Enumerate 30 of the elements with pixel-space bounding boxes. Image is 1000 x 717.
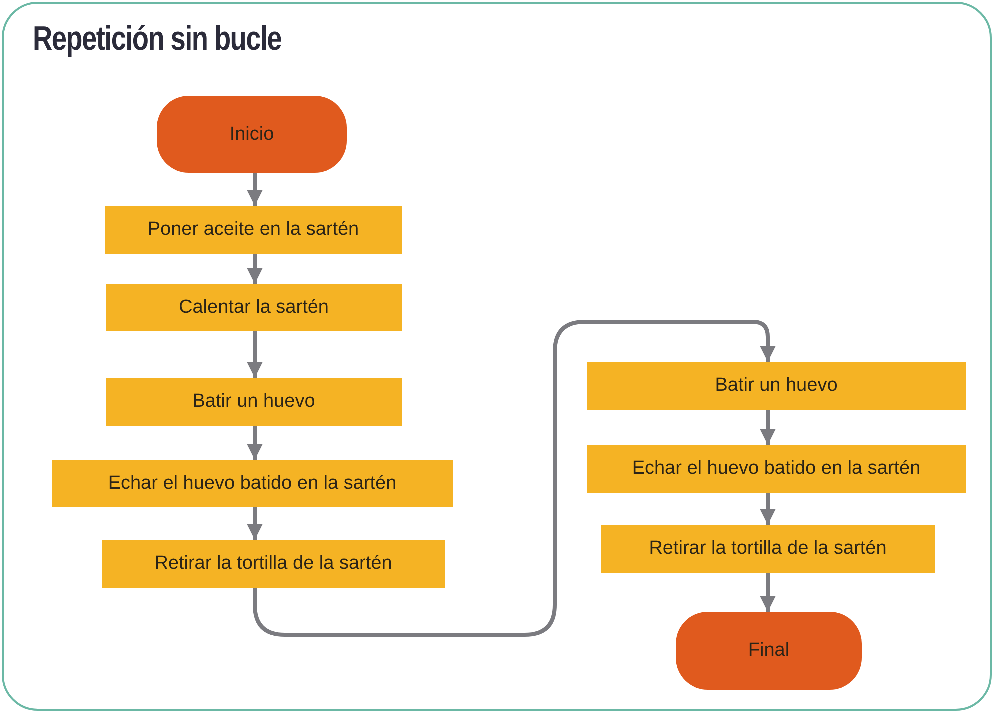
step-label: Echar el huevo batido en la sartén <box>108 472 397 494</box>
step-label: Final <box>748 640 790 662</box>
terminal-pill <box>157 96 347 173</box>
arrow <box>760 573 776 612</box>
step-label: Echar el huevo batido en la sartén <box>632 458 921 480</box>
arrow <box>247 254 263 284</box>
process-box <box>587 445 966 493</box>
process-box <box>102 540 445 588</box>
process-box <box>587 362 966 410</box>
process-box <box>601 525 935 573</box>
process-box <box>52 460 453 507</box>
step-label: Batir un huevo <box>192 391 316 413</box>
title: Repetición sin bucle <box>33 20 282 59</box>
step-label: Retirar la tortilla de la sartén <box>154 553 392 575</box>
process-box <box>106 378 402 426</box>
arrow <box>247 173 263 206</box>
terminal-pill <box>676 612 862 690</box>
arrow <box>760 493 776 525</box>
arrow <box>760 410 776 445</box>
step-label: Batir un huevo <box>715 375 838 397</box>
process-box <box>105 206 402 254</box>
step-label: Calentar la sartén <box>179 296 329 318</box>
arrow <box>247 426 263 460</box>
arrow <box>247 331 263 378</box>
arrow <box>253 320 776 637</box>
step-label: Poner aceite en la sartén <box>148 219 360 241</box>
step-label: Retirar la tortilla de la sartén <box>649 538 887 560</box>
process-box <box>106 284 402 331</box>
arrow <box>247 507 263 540</box>
step-label: Inicio <box>230 124 274 146</box>
